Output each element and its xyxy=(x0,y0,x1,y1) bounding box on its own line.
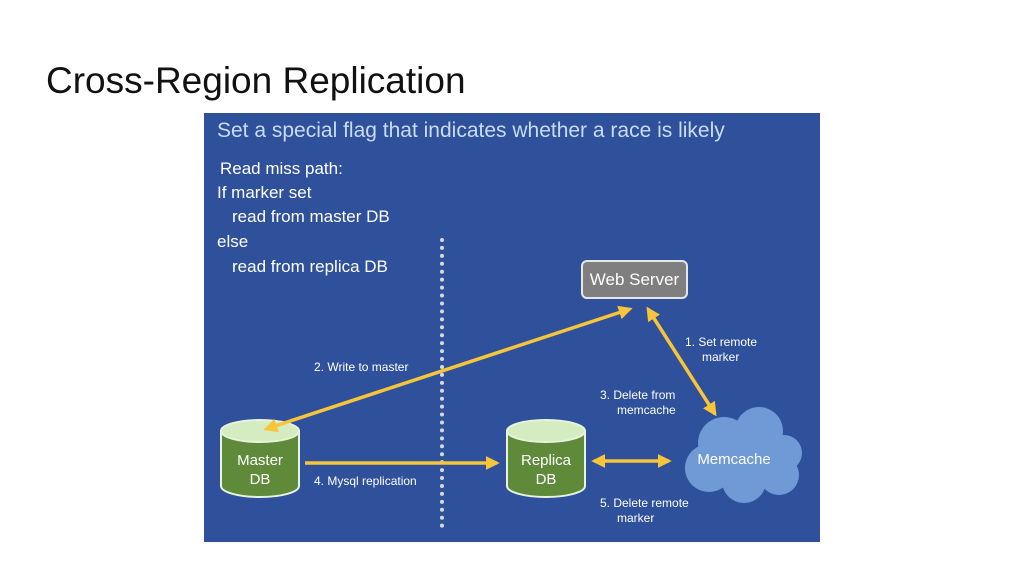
edge-label-delete-from-memcache: 3. Delete from memcache xyxy=(600,388,676,418)
edge-label-line: 5. Delete remote xyxy=(600,496,689,510)
edge-label-line: marker xyxy=(702,350,740,364)
master-db-label-line: DB xyxy=(249,471,271,488)
diagram-panel: Set a special flag that indicates whethe… xyxy=(204,113,820,542)
code-line: else xyxy=(217,232,249,251)
panel-heading: Set a special flag that indicates whethe… xyxy=(217,119,725,142)
edge-label-line: memcache xyxy=(617,403,676,417)
edge-label-mysql-replication: 4. Mysql replication xyxy=(314,474,417,488)
code-line: read from master DB xyxy=(232,207,390,226)
replica-db-label-line: Replica xyxy=(520,452,572,469)
code-line: read from replica DB xyxy=(232,257,388,276)
edge-label-delete-remote-marker: 5. Delete remote marker xyxy=(600,496,689,526)
edge-label-write-to-master: 2. Write to master xyxy=(314,360,409,374)
replica-db-label-line: DB xyxy=(535,471,557,488)
edge-label-line: 3. Delete from xyxy=(600,388,676,402)
web-server-node: Web Server xyxy=(581,260,688,299)
edge-label-set-remote-marker: 1. Set remote marker xyxy=(685,335,757,365)
memcache-cloud-icon xyxy=(685,407,802,503)
edge-label-line: marker xyxy=(617,511,655,525)
master-db-label: Master DB xyxy=(224,451,296,489)
master-db-label-line: Master xyxy=(237,452,283,469)
replica-db-label: Replica DB xyxy=(510,451,582,489)
code-line: Read miss path: xyxy=(220,159,343,178)
slide-title: Cross-Region Replication xyxy=(46,60,466,101)
diagram-graphics xyxy=(220,305,802,503)
memcache-label: Memcache xyxy=(697,451,771,468)
arrow-write-to-master xyxy=(263,305,633,433)
edge-label-line: 1. Set remote xyxy=(685,335,758,349)
code-line: If marker set xyxy=(217,183,312,202)
arrow-set-remote-marker xyxy=(646,306,717,417)
